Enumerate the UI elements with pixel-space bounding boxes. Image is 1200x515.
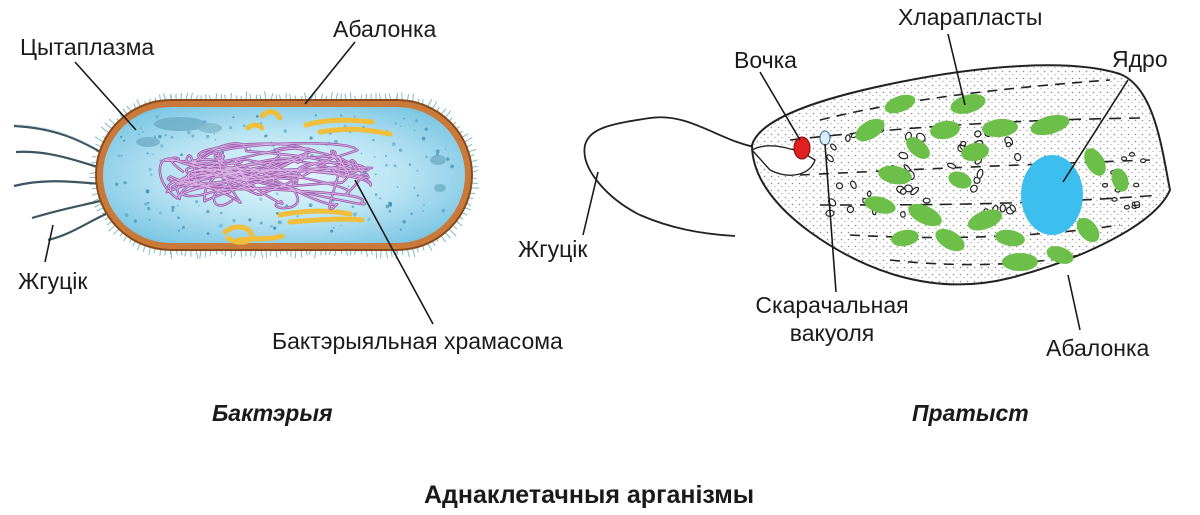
protist-figure: [583, 64, 1172, 286]
bacterium-flagella: [13, 124, 107, 242]
figure-title: Аднаклетачныя арганізмы: [424, 481, 755, 509]
label-eyespot: Вочка: [734, 47, 797, 73]
bacterium-yellow-granules: [222, 109, 393, 245]
label-chloroplasts: Хларапласты: [898, 4, 1043, 30]
label-bacterium-membrane: Абалонка: [333, 16, 437, 42]
bacterium-inclusions: [136, 117, 446, 192]
bacterium-figure: [13, 91, 479, 259]
label-bacterium-flagellum: Жгуцік: [18, 268, 88, 294]
protist-flagellum: [583, 116, 761, 237]
protist-nucleus: [1021, 155, 1083, 235]
label-protist-membrane: Абалонка: [1046, 335, 1150, 361]
label-nucleus: Ядро: [1112, 46, 1168, 72]
label-contractile-vacuole-line2: вакуоля: [789, 320, 875, 346]
eyespot: [793, 136, 811, 160]
leader-lines: [44, 33, 1129, 331]
label-contractile-vacuole-line1: Скарачальная: [755, 292, 909, 318]
caption-protist: Пратыст: [912, 400, 1029, 426]
bacterial-chromosome: [158, 142, 374, 211]
chloroplasts: [855, 94, 1129, 271]
label-protist-flagellum: Жгуцік: [518, 236, 588, 262]
label-cytoplasm: Цытаплазма: [20, 34, 155, 60]
contractile-vacuole: [819, 130, 831, 146]
label-contractile-vacuole: Скарачальная вакуоля: [722, 291, 942, 347]
label-bacterial-chromosome: Бактэрыяльная храмасома: [272, 328, 563, 354]
caption-bacterium: Бактэрыя: [212, 400, 333, 426]
